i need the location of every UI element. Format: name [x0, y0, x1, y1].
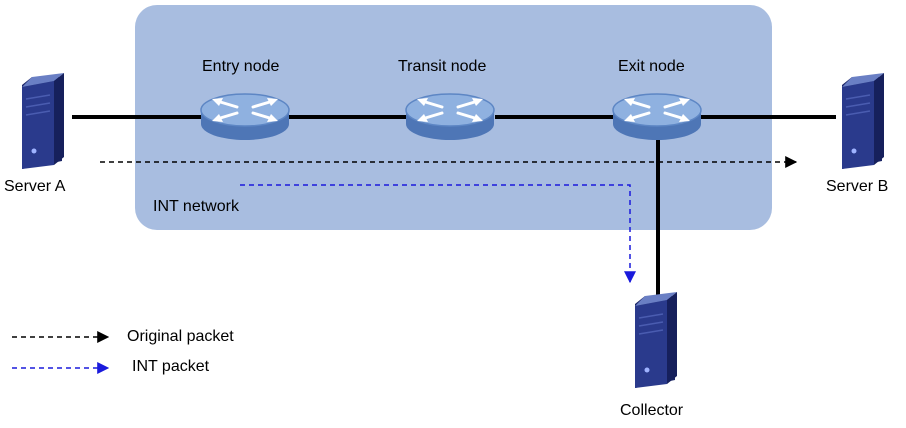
legend-int-label: INT packet — [132, 358, 210, 375]
server-b-label: Server B — [826, 178, 889, 195]
server-a-icon — [21, 72, 65, 170]
server-a-label: Server A — [4, 178, 66, 195]
entry-node-label: Entry node — [202, 58, 280, 75]
int-network-label: INT network — [153, 198, 239, 215]
entry-router-icon — [199, 92, 291, 142]
legend-original-label: Original packet — [127, 328, 234, 345]
collector-label: Collector — [620, 402, 684, 419]
server-b-icon — [841, 72, 885, 170]
transit-router-icon — [404, 92, 496, 142]
transit-node-label: Transit node — [398, 58, 487, 75]
collector-icon — [634, 291, 678, 389]
exit-node-label: Exit node — [618, 58, 685, 75]
int-packet-path — [240, 184, 636, 284]
exit-router-icon — [611, 92, 703, 142]
